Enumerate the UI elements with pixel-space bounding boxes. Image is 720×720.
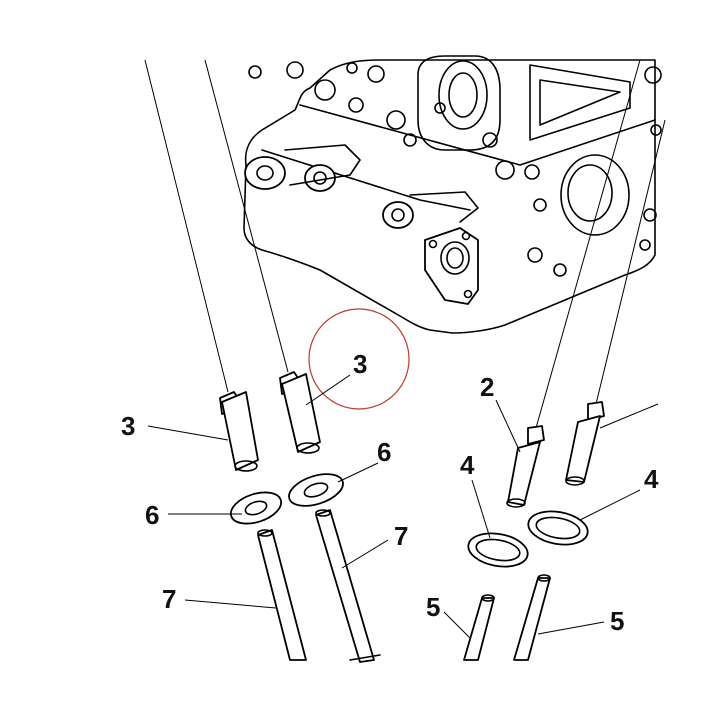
callout-4-left: 4 [460,450,475,480]
casting-bore [417,55,501,151]
rod-right-a [463,594,495,661]
mounting-boss-1 [244,156,286,190]
pushrod-left [257,529,307,661]
ring-right-a [467,532,529,568]
callout-6-right: 6 [377,437,391,467]
highlight-circle [308,308,410,410]
alignment-lines [144,59,666,429]
callout-2: 2 [480,372,494,402]
ring-right-b [527,510,589,546]
callout-7-left: 7 [162,584,176,614]
callout-leaders [147,374,659,639]
mounting-boss-2 [304,164,336,192]
callout-3-center: 3 [353,349,367,379]
callout-3-left: 3 [121,411,135,441]
callout-6-left: 6 [145,500,159,530]
sleeve-left [219,391,259,472]
callout-7-right: 7 [394,521,408,551]
flange-port [424,227,479,305]
rod-right-b [513,574,551,661]
casting-holes [248,61,662,277]
pushrod-center [315,509,381,663]
washer-center [288,473,344,507]
callout-labels: 3 3 2 6 6 4 4 7 7 5 5 [121,349,659,636]
callout-4-right: 4 [644,464,659,494]
callout-5-right: 5 [610,606,624,636]
sleeve-right-a [506,425,545,508]
sleeve-center [279,371,321,454]
washer-left [229,491,283,525]
sleeve-right-b [565,401,605,486]
callout-5-left: 5 [426,592,440,622]
engine-block-casting [243,55,662,334]
side-port [560,154,630,236]
mounting-boss-3 [382,201,414,229]
